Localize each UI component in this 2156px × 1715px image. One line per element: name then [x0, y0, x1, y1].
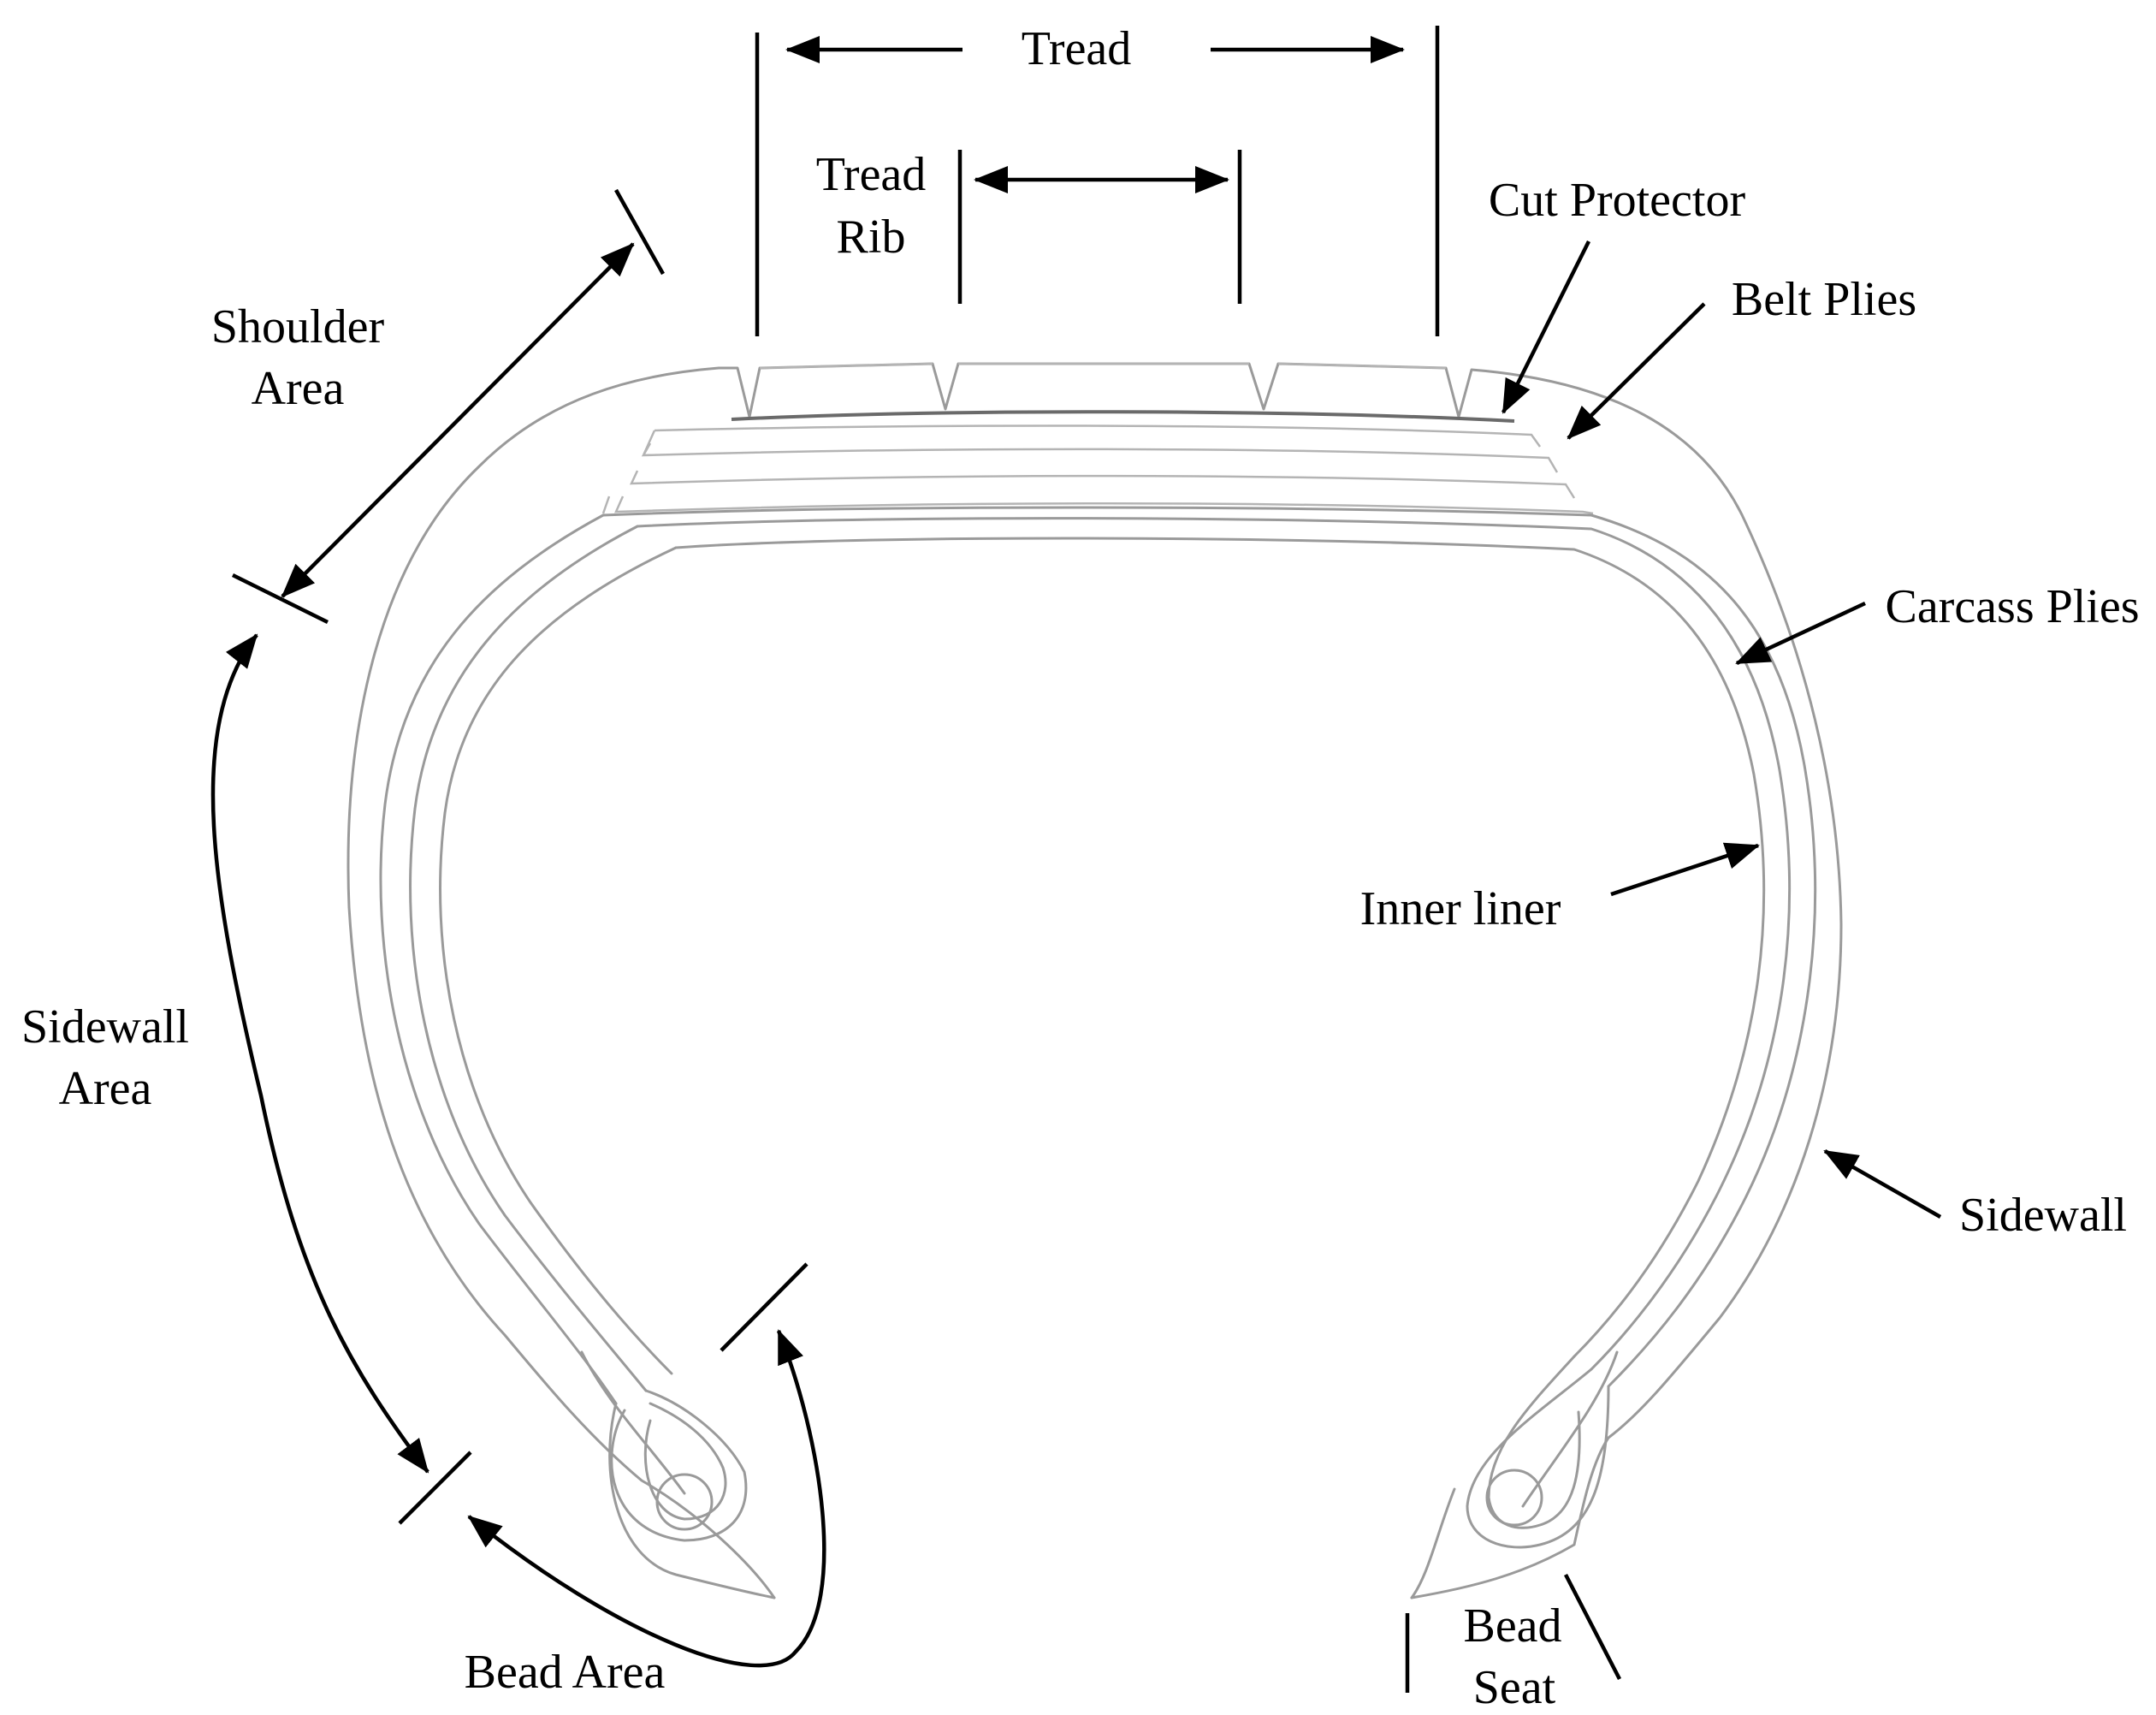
bead-area-top-tick	[720, 1262, 808, 1352]
label-tread: Tread	[1022, 22, 1132, 75]
right-bead-wire	[1485, 1469, 1543, 1527]
label-bead-seat-line2: Seat	[1473, 1661, 1556, 1714]
carcass-plies-arrow	[1735, 601, 1866, 666]
label-shoulder-line2: Area	[252, 362, 345, 415]
left-inner-liner-outer	[409, 525, 648, 1392]
label-sidewall-area-line1: Sidewall	[21, 1000, 189, 1053]
shoulder-arrow	[281, 242, 635, 598]
cut-protector-band	[731, 410, 1515, 423]
inner-liner-inner	[674, 537, 1766, 1358]
labels: Tread Tread Rib Cut Protector Belt Plies…	[21, 22, 2140, 1714]
label-carcass-plies: Carcass Plies	[1885, 580, 2139, 633]
inner-liner-arrow	[1610, 842, 1760, 897]
sidewall-area-arrow	[210, 633, 429, 1474]
label-shoulder-line1: Shoulder	[211, 300, 385, 353]
tread-face	[759, 362, 1447, 370]
label-sidewall-area-line2: Area	[59, 1062, 152, 1115]
label-bead-area: Bead Area	[465, 1646, 666, 1699]
outer-contour	[346, 362, 1843, 1599]
label-sidewall: Sidewall	[1959, 1189, 2127, 1242]
label-tread-rib-line1: Tread	[816, 148, 927, 201]
annotations	[210, 26, 1942, 1693]
cut-protector-arrow	[1501, 240, 1591, 414]
label-tread-rib-line2: Rib	[837, 211, 906, 264]
bead-seat-leader	[1564, 1573, 1621, 1681]
right-bead	[1410, 1350, 1619, 1599]
sidewall-bottom-tick	[398, 1451, 472, 1525]
sidewall-arrow	[1823, 1149, 1942, 1219]
belt-plies-arrow	[1567, 302, 1706, 440]
inner-liner-outer	[636, 517, 1792, 1371]
carcass-ply-outer	[601, 506, 1817, 1388]
shoulder-bottom-tick	[232, 573, 329, 625]
left-bead-wire	[655, 1473, 714, 1531]
bead-area-arrow	[467, 1329, 826, 1668]
shoulder-top-tick	[614, 188, 665, 276]
belt-plies-stack	[601, 424, 1594, 515]
label-cut-protector: Cut Protector	[1489, 174, 1746, 227]
tire-outline	[346, 362, 1843, 1599]
left-inner-liner-inner	[439, 546, 678, 1375]
label-belt-plies: Belt Plies	[1732, 273, 1916, 326]
label-inner-liner: Inner liner	[1360, 882, 1561, 935]
label-bead-seat-line1: Bead	[1463, 1599, 1561, 1653]
